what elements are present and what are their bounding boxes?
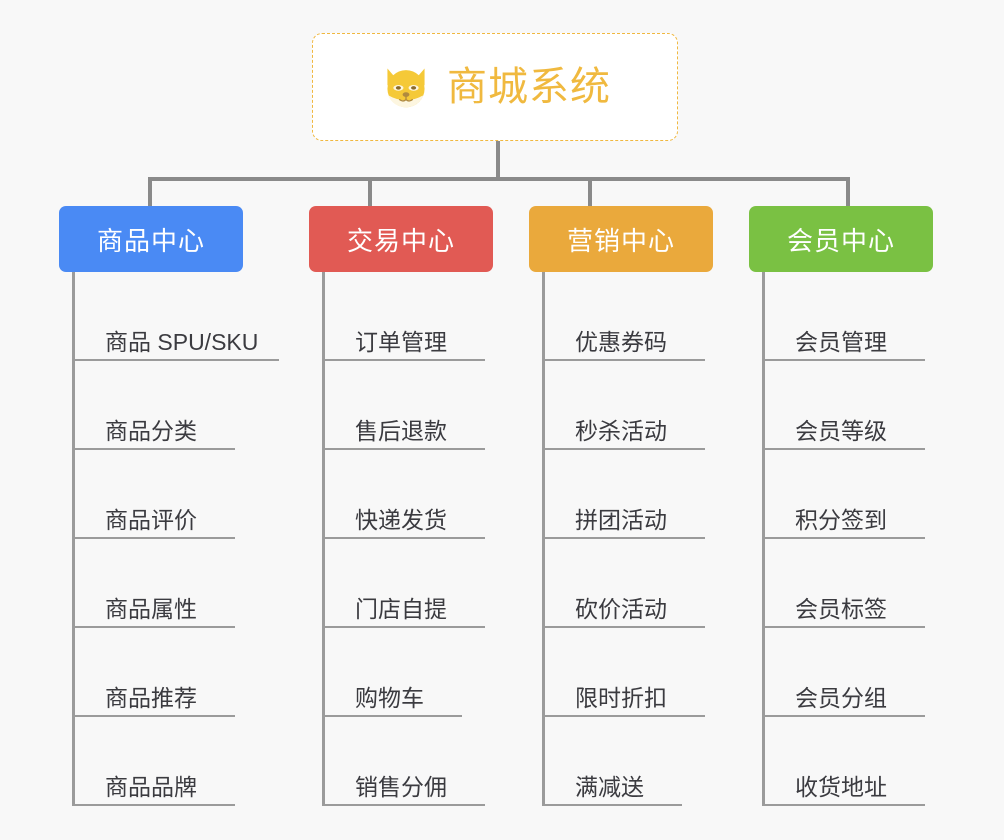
- list-item[interactable]: 满减送: [542, 717, 682, 806]
- list-item[interactable]: 会员管理: [762, 272, 925, 361]
- list-item[interactable]: 砍价活动: [542, 539, 705, 628]
- category-label: 会员中心: [786, 225, 895, 256]
- category-header-product-center[interactable]: 商品中心: [59, 206, 243, 272]
- list-item[interactable]: 秒杀活动: [542, 361, 705, 450]
- list-item-label: 商品评价: [105, 506, 197, 533]
- list-item-label: 商品推荐: [105, 684, 197, 711]
- list-item-label: 会员分组: [795, 684, 887, 711]
- root-title: 商城系统: [447, 65, 611, 109]
- list-item[interactable]: 购物车: [322, 628, 462, 717]
- list-item[interactable]: 快递发货: [322, 450, 485, 539]
- list-item-label: 会员等级: [795, 417, 887, 444]
- list-item[interactable]: 售后退款: [322, 361, 485, 450]
- list-item[interactable]: 商品评价: [72, 450, 235, 539]
- list-item[interactable]: 商品品牌: [72, 717, 235, 806]
- list-item-label: 商品分类: [105, 417, 197, 444]
- category-label: 商品中心: [96, 225, 205, 256]
- list-item-label: 售后退款: [355, 417, 447, 444]
- list-item-label: 优惠券码: [575, 328, 667, 355]
- leaf-list-product-center: 商品 SPU/SKU 商品分类 商品评价 商品属性 商品推荐 商品品牌: [72, 272, 279, 806]
- dog-face-icon: [387, 68, 425, 108]
- list-item-label: 商品属性: [105, 595, 197, 622]
- list-item-label: 会员标签: [795, 595, 887, 622]
- list-item[interactable]: 限时折扣: [542, 628, 705, 717]
- column-spine: [762, 272, 765, 806]
- list-item[interactable]: 商品推荐: [72, 628, 235, 717]
- list-item-label: 拼团活动: [575, 506, 667, 533]
- category-header-member-center[interactable]: 会员中心: [749, 206, 933, 272]
- list-item-label: 会员管理: [795, 328, 887, 355]
- list-item[interactable]: 拼团活动: [542, 450, 705, 539]
- list-item[interactable]: 会员标签: [762, 539, 925, 628]
- list-item-label: 快递发货: [355, 506, 447, 533]
- category-header-trade-center[interactable]: 交易中心: [309, 206, 493, 272]
- list-item[interactable]: 商品 SPU/SKU: [72, 272, 279, 361]
- category-label: 营销中心: [566, 225, 675, 256]
- connector-horizontal-bus: [150, 177, 850, 181]
- list-item-label: 销售分佣: [355, 773, 447, 800]
- list-item[interactable]: 积分签到: [762, 450, 925, 539]
- leaf-list-member-center: 会员管理 会员等级 积分签到 会员标签 会员分组 收货地址: [762, 272, 969, 806]
- list-item[interactable]: 订单管理: [322, 272, 485, 361]
- column-spine: [72, 272, 75, 806]
- list-item[interactable]: 会员等级: [762, 361, 925, 450]
- connector-drop-marketing: [588, 177, 592, 208]
- list-item-label: 积分签到: [795, 506, 887, 533]
- category-label: 交易中心: [346, 225, 455, 256]
- list-item-label: 商品 SPU/SKU: [105, 328, 259, 355]
- list-item[interactable]: 收货地址: [762, 717, 925, 806]
- list-item[interactable]: 商品分类: [72, 361, 235, 450]
- category-header-marketing-center[interactable]: 营销中心: [529, 206, 713, 272]
- list-item[interactable]: 商品属性: [72, 539, 235, 628]
- list-item-label: 订单管理: [355, 328, 447, 355]
- connector-drop-trade: [368, 177, 372, 208]
- list-item[interactable]: 优惠券码: [542, 272, 705, 361]
- list-item[interactable]: 销售分佣: [322, 717, 485, 806]
- list-item-label: 满减送: [575, 773, 644, 800]
- list-item-label: 商品品牌: [105, 773, 197, 800]
- list-item-label: 收货地址: [795, 773, 887, 800]
- list-item-label: 购物车: [355, 684, 424, 711]
- column-spine: [542, 272, 545, 806]
- column-spine: [322, 272, 325, 806]
- connector-root-stem: [496, 141, 500, 181]
- connector-drop-member: [846, 177, 850, 208]
- root-node[interactable]: 商城系统: [312, 33, 678, 141]
- list-item-label: 砍价活动: [575, 595, 667, 622]
- connector-drop-product: [148, 177, 152, 208]
- leaf-list-trade-center: 订单管理 售后退款 快递发货 门店自提 购物车 销售分佣: [322, 272, 529, 806]
- list-item-label: 秒杀活动: [575, 417, 667, 444]
- list-item[interactable]: 会员分组: [762, 628, 925, 717]
- list-item-label: 门店自提: [355, 595, 447, 622]
- list-item[interactable]: 门店自提: [322, 539, 485, 628]
- list-item-label: 限时折扣: [575, 684, 667, 711]
- leaf-list-marketing-center: 优惠券码 秒杀活动 拼团活动 砍价活动 限时折扣 满减送: [542, 272, 749, 806]
